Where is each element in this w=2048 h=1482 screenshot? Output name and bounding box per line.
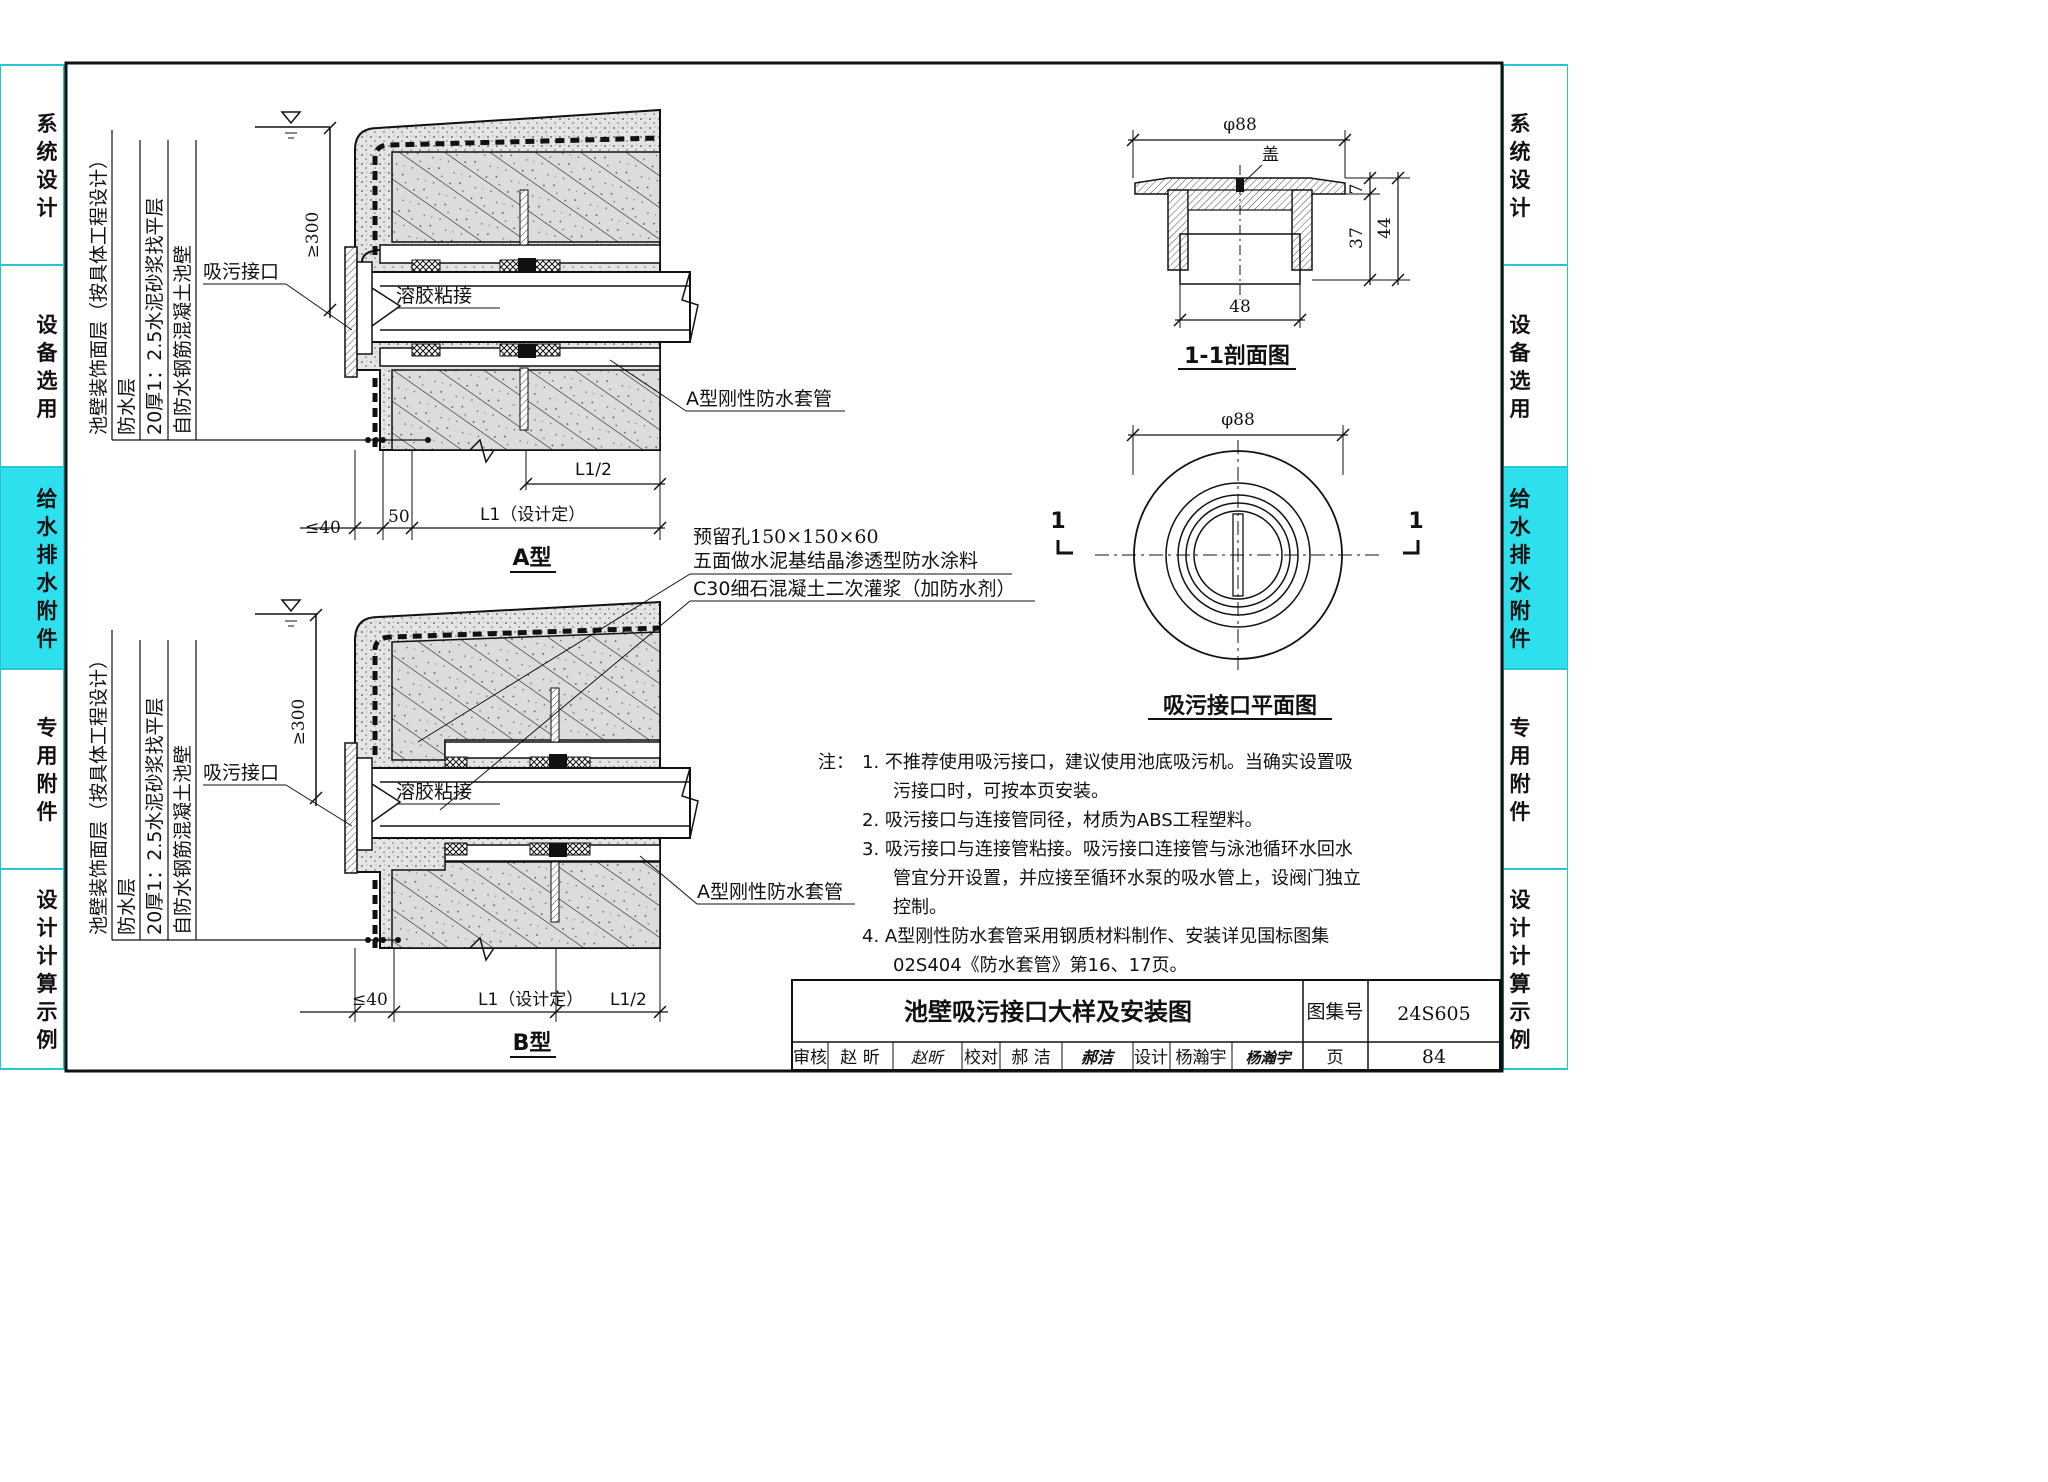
side-tabs-right: 系统设计 设备选用 给水排水附件 专用附件 设计计算示例 [1502,64,1568,1070]
a-layer-waterproof: 防水层 [116,378,138,435]
title-block-atlas-label: 图集号 [1306,1001,1363,1023]
a-dim-50: 50 [388,507,410,527]
section-dim-48: 48 [1229,297,1251,317]
title-block-check-name: 郝 洁 [1011,1048,1050,1068]
section-label-cap: 盖 [1262,145,1279,165]
section-1-1: φ88 盖 7 37 44 48 1-1剖面图 [1126,115,1410,370]
a-layer-mortar: 20厚1：2.5水泥砂浆找平层 [144,198,166,435]
note-line-2: 污接口时，可按本页安装。 [893,781,1109,802]
note-line-8: 02S404《防水套管》第16、17页。 [893,955,1188,976]
title-block-review-label: 审核 [793,1048,827,1068]
note-line-4: 3. 吸污接口与连接管粘接。吸污接口连接管与泳池循环水回水 [862,839,1353,860]
title-block-page-no: 84 [1422,1046,1446,1068]
b-label-glue: 溶胶粘接 [396,781,472,803]
tab-calculation[interactable]: 设计计算示例 [37,888,58,1052]
plan-title: 吸污接口平面图 [1163,694,1317,719]
drawing-sheet: 系统设计 设备选用 给水排水附件 专用附件 设计计算示例 系统设计 设备选用 给… [0,61,1568,1073]
b-layer-waterproof: 防水层 [116,878,138,935]
plan-dim-top: φ88 [1221,410,1255,430]
section-dim-top: φ88 [1223,115,1257,135]
title-block-design-label: 设计 [1134,1048,1168,1068]
note-line-5: 管宜分开设置，并应接至循环水泵的吸水管上，设阀门独立 [893,868,1361,889]
b-layer-finish: 池壁装饰面层（按具体工程设计） [88,650,110,935]
tab-system-design-right[interactable]: 系统设计 [1510,112,1531,220]
title-block-check-label: 校对 [964,1048,998,1068]
tab-equipment-right[interactable]: 设备选用 [1509,313,1532,421]
tab-special-fittings[interactable]: 专用附件 [37,716,58,824]
note-line-7: 4. A型刚性防水套管采用钢质材料制作、安装详见国标图集 [862,926,1329,947]
b-dim-40: ≤40 [352,990,388,1010]
detail-a: ≥300 池壁装饰面层（按具体工程设计） 防水层 20厚1：2.5水泥砂浆找平层… [88,108,845,573]
active-tab-bg [0,466,65,670]
b-label-grout: C30细石混凝土二次灌浆（加防水剂） [693,578,1015,600]
a-caption: A型 [512,546,551,571]
plan-view: φ88 1 1 吸污接口平面图 [1050,410,1424,720]
a-dim-l1-half: L1/2 [575,460,612,480]
a-dim-l1: L1（设计定） [480,505,585,525]
a-dim-40: ≤40 [305,518,341,538]
b-dim-l1: L1（设计定） [478,990,583,1010]
title-block-check-sig: 郝洁 [1081,1048,1116,1067]
b-caption: B型 [513,1031,552,1056]
tab-calculation-right[interactable]: 设计计算示例 [1510,888,1531,1052]
a-label-glue: 溶胶粘接 [396,285,472,307]
b-label-hole-1: 预留孔150×150×60 [693,526,879,548]
b-label-sleeve: A型刚性防水套管 [697,881,843,903]
detail-b: ≥300 池壁装饰面层（按具体工程设计） 防水层 20厚1：2.5水泥砂浆找平层… [88,526,1035,1058]
notes-head: 注： [818,752,854,773]
title-block-design-name: 杨瀚宇 [1176,1048,1227,1068]
tab-system-design[interactable]: 系统设计 [37,112,58,220]
b-dim-water: ≥300 [289,699,309,746]
a-label-sleeve: A型刚性防水套管 [686,388,832,410]
title-block-title: 池壁吸污接口大样及安装图 [904,998,1192,1026]
plan-mark-left: 1 [1050,509,1065,534]
notes: 注： 1. 不推荐使用吸污接口，建议使用池底吸污机。当确实设置吸 污接口时，可按… [818,752,1361,976]
b-layer-mortar: 20厚1：2.5水泥砂浆找平层 [144,698,166,935]
b-layer-concrete: 自防水钢筋混凝土池壁 [172,745,194,935]
note-line-3: 2. 吸污接口与连接管同径，材质为ABS工程塑料。 [862,810,1263,831]
section-dim-7: 7 [1347,184,1367,195]
title-block-review-sig: 赵昕 [911,1048,945,1067]
plan-mark-right: 1 [1408,509,1423,534]
a-label-inlet: 吸污接口 [203,261,279,283]
sheet-frame [64,61,1504,1073]
tab-water-fittings-right[interactable]: 给水排水附件 [1510,487,1532,651]
title-block-design-sig: 杨瀚宇 [1245,1049,1293,1067]
a-layer-finish: 池壁装饰面层（按具体工程设计） [88,150,110,435]
b-label-inlet: 吸污接口 [203,762,279,784]
title-block: 池壁吸污接口大样及安装图 图集号 24S605 审核 赵 昕 赵昕 校对 郝 洁… [791,979,1501,1071]
note-line-1: 1. 不推荐使用吸污接口，建议使用池底吸污机。当确实设置吸 [862,752,1353,773]
section-dim-37: 37 [1347,227,1367,249]
tab-equipment[interactable]: 设备选用 [36,313,59,421]
a-dim-water: ≥300 [303,212,323,259]
section-dim-44: 44 [1375,217,1395,239]
title-block-atlas-no: 24S605 [1397,1003,1470,1025]
side-tabs-left: 系统设计 设备选用 给水排水附件 专用附件 设计计算示例 [0,64,65,1070]
note-line-6: 控制。 [893,897,947,918]
title-block-page-label: 页 [1327,1048,1344,1068]
section-title: 1-1剖面图 [1184,343,1290,369]
tab-water-fittings[interactable]: 给水排水附件 [37,487,59,651]
a-layer-concrete: 自防水钢筋混凝土池壁 [172,245,194,435]
title-block-review-name: 赵 昕 [840,1048,879,1068]
drawing-canvas: 系统设计 设备选用 给水排水附件 专用附件 设计计算示例 系统设计 设备选用 给… [0,61,1568,1073]
b-dim-l1-half: L1/2 [610,990,647,1010]
tab-special-fittings-right[interactable]: 专用附件 [1510,716,1531,824]
b-label-hole-2: 五面做水泥基结晶渗透型防水涂料 [693,550,978,572]
